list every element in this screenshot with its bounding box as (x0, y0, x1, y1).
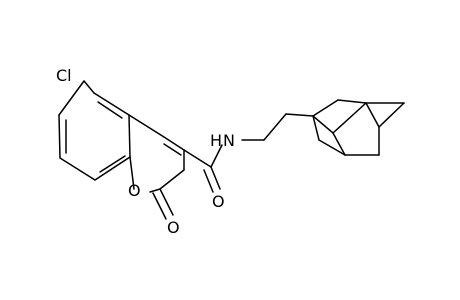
pyranone-ring (128, 114, 185, 193)
chlorine-label: Cl (56, 66, 72, 85)
bond (149, 188, 161, 193)
lactone-carbonyl-bond (159, 188, 174, 216)
bond (332, 132, 346, 156)
lactone-carbonyl-oxygen-label: O (167, 218, 180, 237)
bond (332, 102, 367, 134)
bond (318, 139, 346, 156)
bond (59, 157, 96, 181)
bond (312, 99, 339, 117)
lactone-carbonyl-bond-second (152, 192, 167, 220)
bond (128, 114, 131, 158)
bond (159, 169, 185, 190)
amide-hydrogen-label: H (210, 131, 222, 150)
bond (365, 102, 380, 128)
amide-carbonyl-bond-second (203, 169, 214, 193)
adamantane-cage (312, 99, 405, 156)
benzo-ring (58, 80, 131, 181)
chlorine-bond (83, 80, 95, 94)
amide-n-bond (210, 144, 223, 168)
ring-oxygen-label: O (128, 181, 141, 200)
bond (129, 156, 135, 190)
amide-nitrogen-label: N (223, 131, 235, 150)
bond (128, 114, 165, 138)
bond (58, 80, 85, 116)
amide-carbon-bond (183, 149, 212, 168)
double-bond-inner (99, 155, 126, 173)
linker-bond (263, 113, 287, 141)
double-bond-inner (97, 101, 123, 119)
bond (94, 156, 131, 181)
double-bond-inner (163, 143, 182, 156)
amide-carbonyl-oxygen-label: O (212, 192, 225, 211)
bond (378, 102, 405, 128)
linker-bond (285, 113, 314, 117)
bond (312, 115, 334, 134)
bond (93, 92, 130, 116)
bond (337, 99, 367, 104)
amide-carbonyl-bond (210, 166, 221, 190)
bond (312, 115, 320, 141)
bond (58, 114, 61, 159)
bond (163, 136, 185, 151)
